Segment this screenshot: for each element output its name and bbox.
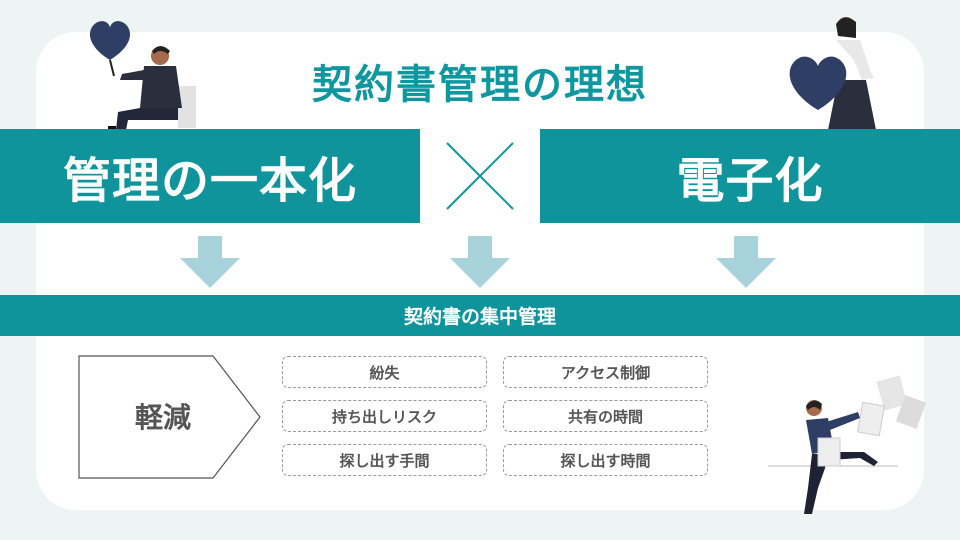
item-tag: 紛失 (282, 356, 487, 388)
man-with-heart-illustration (89, 21, 196, 130)
reduce-pentagon-shape (78, 355, 261, 479)
item-tag: 探し出す手間 (282, 444, 487, 476)
reduce-label: 軽減 (134, 401, 191, 434)
item-tag: 共有の時間 (503, 400, 708, 432)
woman-with-heart-illustration (789, 17, 876, 130)
page-title: 契約書管理の理想 (312, 62, 648, 108)
down-arrow-icon (450, 236, 510, 288)
person-with-documents-illustration (768, 375, 927, 514)
center-bar-label: 契約書の集中管理 (0, 295, 960, 336)
down-arrow-icon (716, 236, 776, 288)
item-tag: 持ち出しリスク (282, 400, 487, 432)
item-tag: 探し出す時間 (503, 444, 708, 476)
left-band-label: 管理の一本化 (0, 129, 420, 223)
multiply-icon (446, 142, 514, 210)
right-band-label: 電子化 (540, 129, 960, 223)
down-arrow-icon (180, 236, 240, 288)
item-tag: アクセス制御 (503, 356, 708, 388)
